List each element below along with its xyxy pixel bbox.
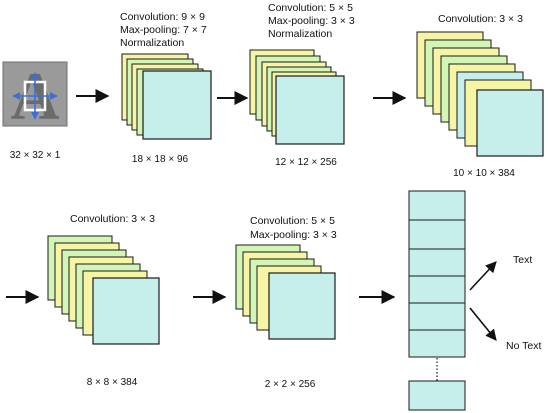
stage-1-feature-maps [121,53,212,140]
stage-4-size-label: 8 × 8 × 384 [87,377,138,388]
arrow-up-right-icon [469,261,497,291]
stage-2-line-3: Normalization [268,28,332,40]
fc-unit [408,248,466,277]
input-image: A [2,58,68,134]
stage-1-size-label: 18 × 18 × 96 [132,154,189,165]
fully-connected-layer [408,190,466,411]
stage-5-line-2: Max-pooling: 3 × 3 [250,229,337,241]
stage-1-line-3: Normalization [120,37,184,49]
feature-map-front [142,70,212,140]
flow-arrows [6,89,497,341]
fc-unit-last [408,380,466,411]
stage-2-labels: Convolution: 5 × 5 Max-pooling: 3 × 3 No… [268,2,355,40]
output-text-label: Text [513,254,532,266]
stage-2-feature-maps [249,49,345,145]
stage-2-size-label: 12 × 12 × 256 [275,157,337,168]
stage-3-size-label: 10 × 10 × 384 [453,168,515,179]
stage-5-line-1: Convolution: 5 × 5 [250,215,335,227]
input-size-label: 32 × 32 × 1 [10,150,61,161]
stage-4-feature-maps [47,235,160,345]
feature-map-front [275,75,345,145]
stage-2-line-1: Convolution: 5 × 5 [268,2,353,14]
feature-map-front [92,277,160,345]
feature-map-front [476,89,544,157]
fc-unit [408,329,466,358]
feature-map-front [268,272,336,340]
stage-4-line-1: Convolution: 3 × 3 [70,213,155,225]
arrow-down-right-icon [469,307,497,341]
direction-arrows-icon [12,72,58,120]
stage-5-size-label: 2 × 2 × 256 [265,379,316,390]
stage-5-feature-maps [235,244,336,340]
stage-1-line-1: Convolution: 9 × 9 [120,11,205,23]
stage-2-line-2: Max-pooling: 3 × 3 [268,15,355,27]
fc-unit [408,190,466,221]
stage-5-labels: Convolution: 5 × 5 Max-pooling: 3 × 3 [250,215,337,241]
output-no-text-label: No Text [506,340,541,352]
stage-1-labels: Convolution: 9 × 9 Max-pooling: 7 × 7 No… [120,11,207,49]
fc-unit [408,275,466,304]
stage-1-line-2: Max-pooling: 7 × 7 [120,24,207,36]
fc-unit [408,219,466,250]
stage-3-feature-maps [416,31,544,157]
fc-unit [408,302,466,331]
stage-3-line-1: Convolution: 3 × 3 [438,13,523,25]
